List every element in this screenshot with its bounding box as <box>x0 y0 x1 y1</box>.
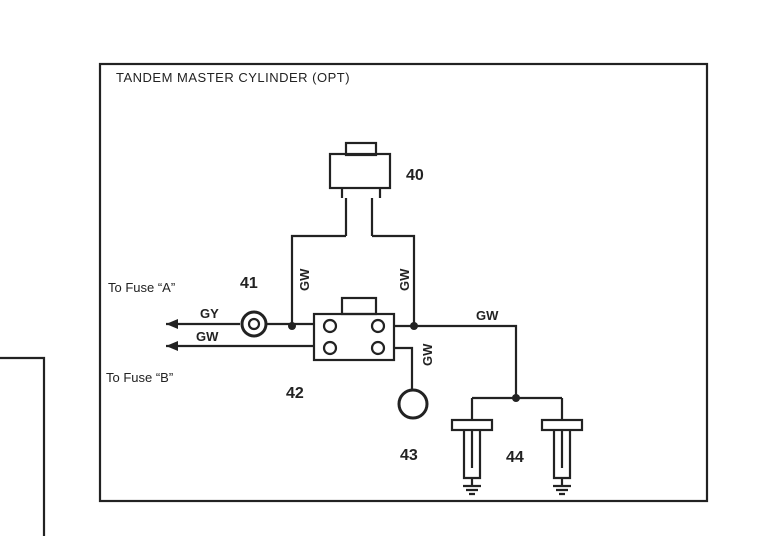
callout-44: 44 <box>506 449 524 466</box>
junction-right <box>410 322 418 330</box>
label-gw-right: GW <box>397 268 412 291</box>
label-gw-top-right: GW <box>476 308 499 323</box>
callout-42: 42 <box>286 385 304 402</box>
callout-40: 40 <box>406 167 424 184</box>
label-gw-43: GW <box>420 343 435 366</box>
callout-41: 41 <box>240 275 258 292</box>
component-43-indicator <box>397 388 429 420</box>
component-41-connector <box>240 310 268 338</box>
wire-gw-left <box>290 234 346 326</box>
arrow-fuse-b <box>166 341 178 351</box>
component-40-switch <box>328 141 392 236</box>
to-fuse-a-label: To Fuse “A” <box>108 280 175 295</box>
diagram-title: TANDEM MASTER CYLINDER (OPT) <box>116 70 350 85</box>
arrow-fuse-a <box>166 319 178 329</box>
wire-gw-right <box>372 234 416 326</box>
label-gw-left: GW <box>297 268 312 291</box>
to-fuse-b-label: To Fuse “B” <box>106 370 173 385</box>
wire-gw-to-43 <box>394 346 414 390</box>
ground-icon <box>463 484 481 496</box>
wire-gw-to-44 <box>394 324 518 398</box>
component-44-switch-right <box>540 418 584 496</box>
callout-43: 43 <box>400 447 418 464</box>
label-gy: GY <box>200 306 219 321</box>
component-42-connector <box>312 296 396 362</box>
junction-left <box>288 322 296 330</box>
adjacent-frame <box>0 356 46 536</box>
component-44-switch-left <box>450 418 494 496</box>
label-gw-lower: GW <box>196 329 219 344</box>
diagram-frame <box>98 62 709 503</box>
ground-icon <box>553 484 571 496</box>
